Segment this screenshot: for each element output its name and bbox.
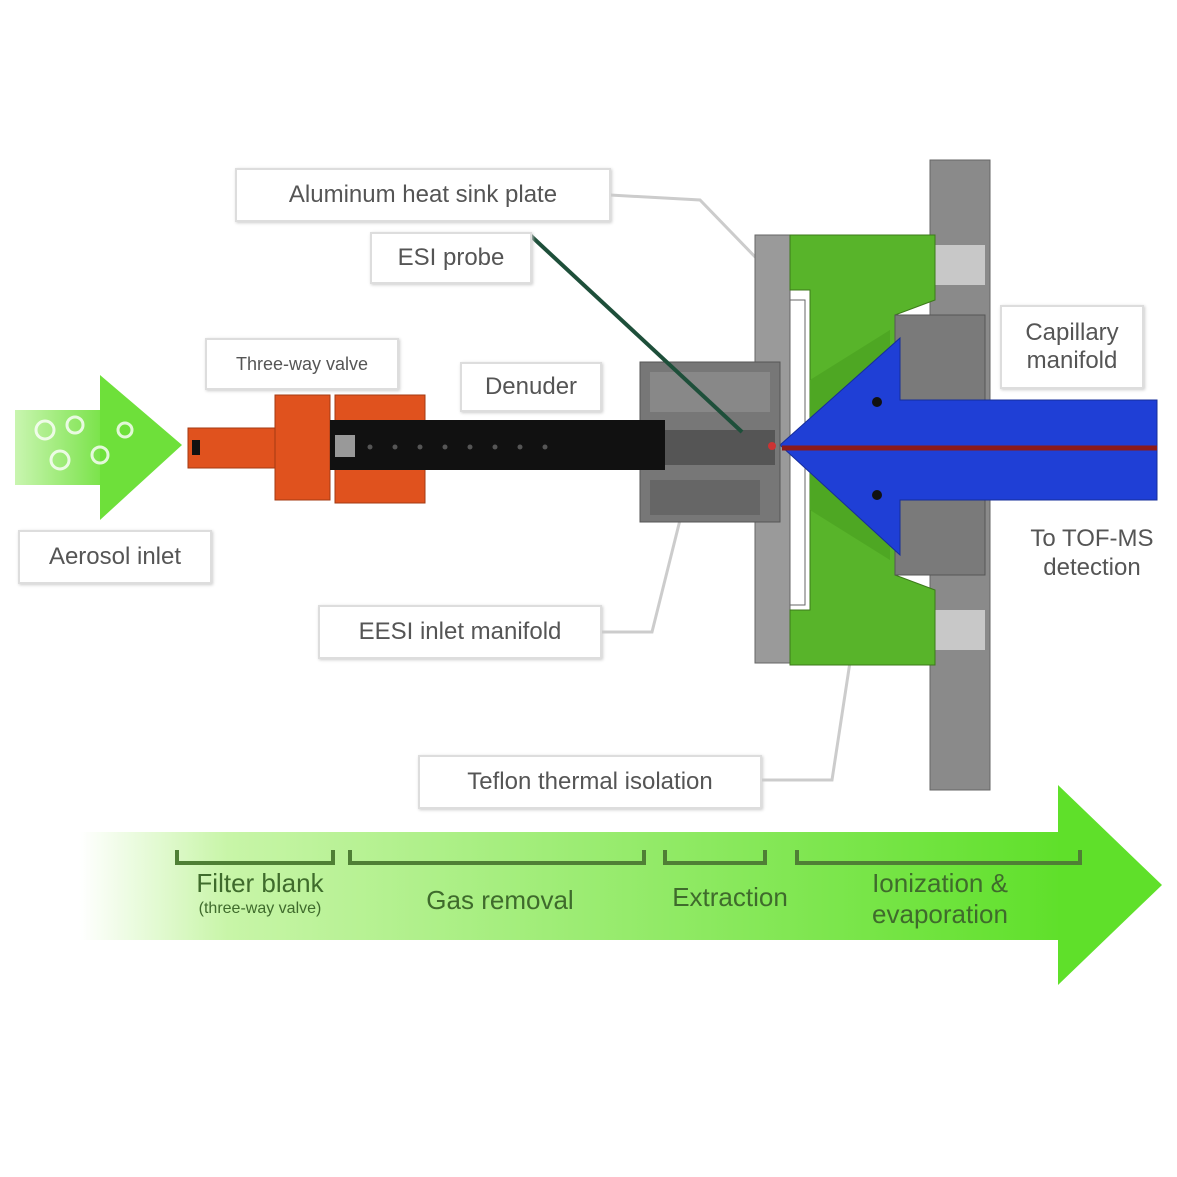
label-esi-probe: ESI probe bbox=[370, 232, 532, 284]
stage-filter-blank: Filter blank (three-way valve) bbox=[160, 868, 360, 918]
aerosol-inlet-arrow bbox=[15, 375, 182, 520]
label-three-way-valve: Three-way valve bbox=[205, 338, 399, 390]
process-arrow bbox=[80, 785, 1162, 985]
label-capillary-manifold: Capillary manifold bbox=[1000, 305, 1144, 389]
esi-probe bbox=[528, 233, 744, 434]
label-eesi-manifold: EESI inlet manifold bbox=[318, 605, 602, 659]
label-aerosol-inlet: Aerosol inlet bbox=[18, 530, 212, 584]
stage-filter-blank-title: Filter blank bbox=[196, 868, 324, 898]
stage-extraction: Extraction bbox=[672, 882, 788, 912]
leader-lines bbox=[600, 193, 852, 782]
label-denuder: Denuder bbox=[460, 362, 602, 412]
stage-brackets bbox=[175, 850, 1082, 865]
stage-filter-blank-sub: (three-way valve) bbox=[198, 900, 322, 918]
label-tof-ms: To TOF-MS detection bbox=[1030, 525, 1154, 581]
denuder bbox=[330, 420, 775, 470]
label-aluminum-plate: Aluminum heat sink plate bbox=[235, 168, 611, 222]
label-teflon: Teflon thermal isolation bbox=[418, 755, 762, 809]
capillary-manifold bbox=[894, 314, 986, 576]
stage-ionization: Ionization & evaporation bbox=[872, 868, 1008, 930]
stage-gas-removal: Gas removal bbox=[426, 885, 574, 915]
